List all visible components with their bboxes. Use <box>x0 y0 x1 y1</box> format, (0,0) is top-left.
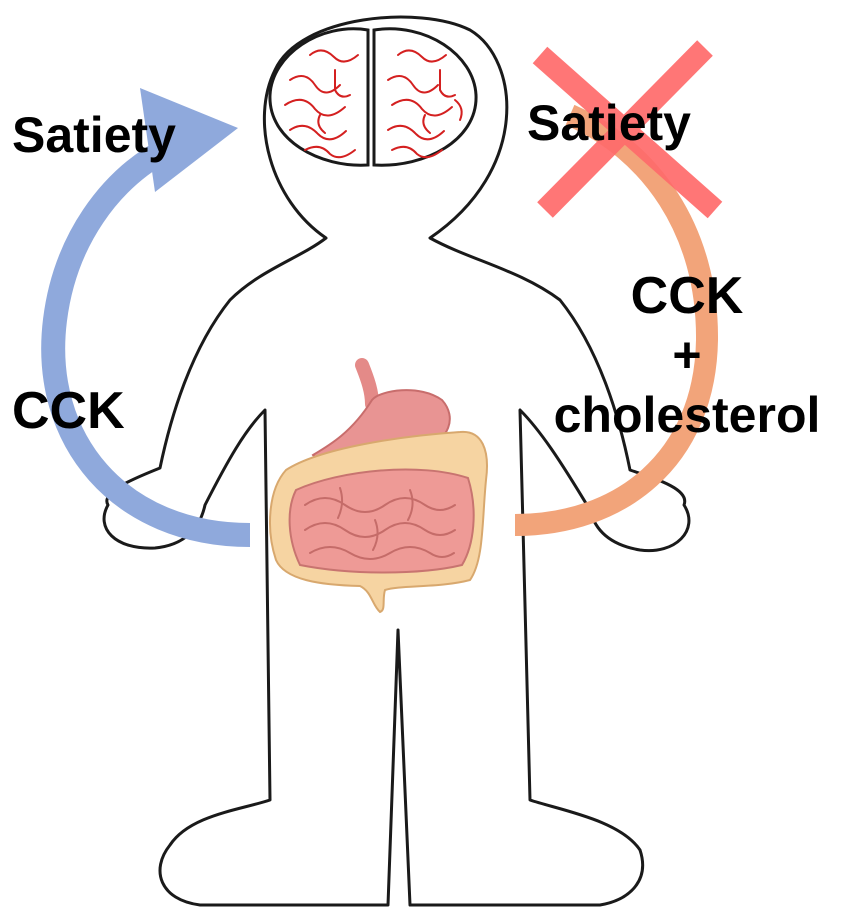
blocked-cross-icon <box>532 40 723 219</box>
right-cholesterol-label: cholesterol <box>553 387 821 443</box>
right-plus-label: + <box>672 327 702 383</box>
brain-left-hemisphere <box>268 27 370 167</box>
left-pathway-arrow <box>41 88 251 547</box>
right-cck-label: CCK <box>630 267 744 325</box>
left-satiety-label: Satiety <box>12 107 176 163</box>
intestine-folds <box>304 487 456 560</box>
left-arrow-shaft <box>41 139 251 547</box>
right-arrow-shaft <box>514 104 719 536</box>
right-satiety-label: Satiety <box>527 95 691 151</box>
left-arrow-head <box>140 88 238 192</box>
brain-right-hemisphere <box>372 27 478 167</box>
right-signal-block: CCK + cholesterol <box>522 270 852 440</box>
brain-folds <box>284 49 463 159</box>
left-cck-label: CCK <box>12 382 125 440</box>
brain-icon <box>268 27 478 167</box>
right-pathway-arrow <box>514 104 719 536</box>
digestive-tract-icon <box>269 358 488 614</box>
